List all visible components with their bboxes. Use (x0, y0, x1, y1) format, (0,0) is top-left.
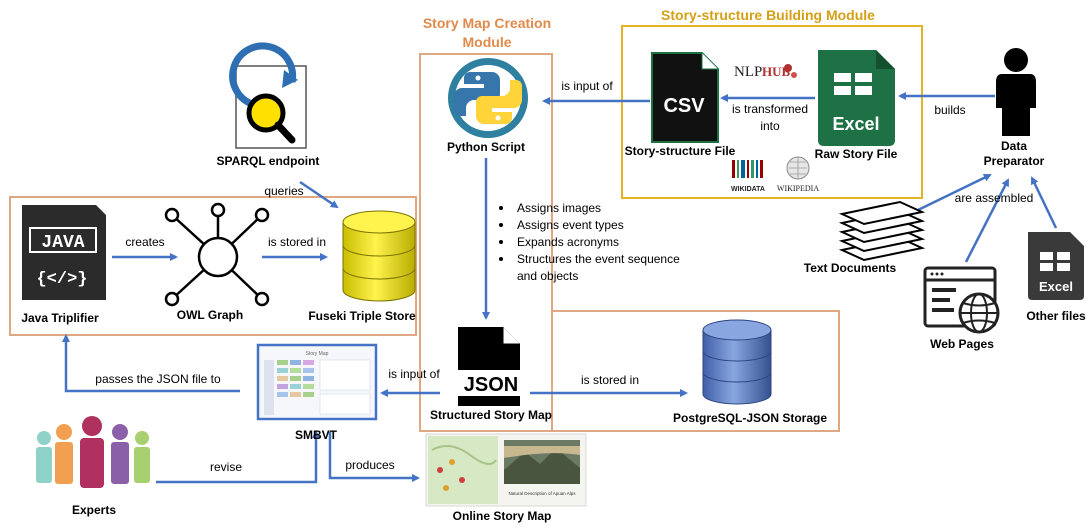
builds-edge-label: builds (934, 103, 965, 117)
fuseki-label: Fuseki Triple Store (308, 309, 416, 323)
java-triplifier-label: Java Triplifier (21, 311, 99, 325)
experts-label: Experts (72, 503, 116, 517)
java-icon-text: JAVA (41, 233, 84, 253)
excel-raw-file-icon: Excel (818, 50, 895, 146)
text-documents-label: Text Documents (804, 261, 897, 275)
java-file-icon: JAVA {</>} (22, 205, 106, 300)
csv-icon-text: CSV (663, 95, 705, 117)
arrow-otherfiles-to-preparator (1030, 176, 1058, 229)
wikidata-logo: WIKIDATA (731, 160, 765, 193)
structured-story-map-label: Structured Story Map (430, 408, 552, 422)
wikidata-text: WIKIDATA (731, 186, 765, 193)
python-steps-list: Assigns images Assigns event types Expan… (499, 201, 680, 283)
web-pages-label: Web Pages (930, 337, 994, 351)
postgres-label: PostgreSQL-JSON Storage (673, 411, 827, 425)
smbvt-label: SMBVT (295, 428, 338, 442)
web-pages-icon (923, 266, 1000, 334)
experts-people-icon (36, 416, 150, 488)
queries-edge-label: queries (264, 184, 303, 198)
arrow-webpages-to-preparator (964, 178, 1010, 263)
are-assembled-label: are assembled (955, 191, 1034, 205)
arrow-smbvt-to-online-map (328, 432, 420, 482)
wikipedia-text: WIKIPEDIA (777, 184, 819, 193)
data-preparator-label-1: Data (1001, 139, 1027, 153)
raw-story-file-label: Raw Story File (815, 147, 898, 161)
sparql-endpoint-icon (229, 42, 307, 149)
is-stored-in-fuseki-label: is stored in (268, 235, 326, 249)
is-stored-in-postgres-label: is stored in (581, 373, 639, 387)
fuseki-database-icon (342, 210, 416, 302)
owl-graph-icon (164, 202, 270, 307)
csv-file-icon: CSV (651, 52, 719, 143)
python-logo-icon (448, 58, 528, 138)
postgres-group-box (551, 310, 840, 432)
produces-edge-label: produces (345, 458, 394, 472)
python-script-label: Python Script (447, 140, 525, 154)
online-story-map-screenshot: Natural Description of Apuan Alps (425, 433, 587, 507)
data-preparator-person-icon (996, 48, 1036, 136)
other-files-excel-icon: Excel (1028, 232, 1084, 300)
java-code-text: {</>} (36, 270, 87, 289)
is-transformed-label-1: is transformed (732, 102, 808, 116)
online-map-caption: Natural Description of Apuan Alps (508, 491, 576, 496)
owl-graph-label: OWL Graph (177, 308, 243, 322)
arrow-smbvt-to-java (62, 334, 240, 393)
python-step-4-cont: and objects (517, 269, 578, 283)
is-transformed-label-2: into (760, 119, 780, 133)
creates-edge-label: creates (125, 235, 164, 249)
online-story-map-label: Online Story Map (453, 509, 552, 523)
arrow-experts-to-smbvt (156, 430, 320, 484)
csv-label: Story-structure File (625, 144, 736, 158)
json-file-icon: JSON (454, 327, 528, 406)
nlphub-text-b: HUB (762, 64, 791, 79)
story-map-creation-title-2: Module (463, 34, 512, 50)
story-structure-module-title: Story-structure Building Module (661, 7, 875, 23)
postgres-database-icon (702, 319, 772, 405)
excel-raw-icon-text: Excel (832, 114, 879, 134)
sparql-label: SPARQL endpoint (217, 154, 320, 168)
story-structure-module-box (621, 25, 923, 199)
nlphub-logo: NLP HUB (734, 64, 797, 80)
revise-edge-label: revise (210, 460, 242, 474)
text-documents-icon (838, 200, 926, 262)
other-files-label: Other files (1026, 309, 1086, 323)
arrow-textdocs-to-preparator (917, 173, 992, 212)
is-input-of-python-label: is input of (561, 79, 613, 93)
python-step-1: Assigns images (517, 201, 601, 215)
python-step-3: Expands acronyms (517, 235, 619, 249)
story-map-creation-title-1: Story Map Creation (423, 15, 551, 31)
story-map-creation-module-box (419, 53, 553, 432)
python-step-4: Structures the event sequence (517, 252, 680, 266)
passes-json-label: passes the JSON file to (95, 372, 221, 386)
arrow-sparql-to-fuseki (299, 180, 339, 209)
other-files-icon-text: Excel (1039, 279, 1073, 294)
python-step-2: Assigns event types (517, 218, 624, 232)
json-icon-text: JSON (464, 374, 518, 396)
nlphub-text-a: NLP (734, 64, 762, 80)
smbvt-screenshot: Story Map (256, 343, 378, 421)
wikipedia-logo: WIKIPEDIA (777, 156, 819, 193)
smbvt-screen-title: Story Map (306, 351, 329, 357)
is-input-of-smbvt-label: is input of (388, 367, 440, 381)
arrows (62, 92, 1058, 484)
triplifier-group-box (9, 196, 417, 336)
data-preparator-label-2: Preparator (984, 154, 1045, 168)
